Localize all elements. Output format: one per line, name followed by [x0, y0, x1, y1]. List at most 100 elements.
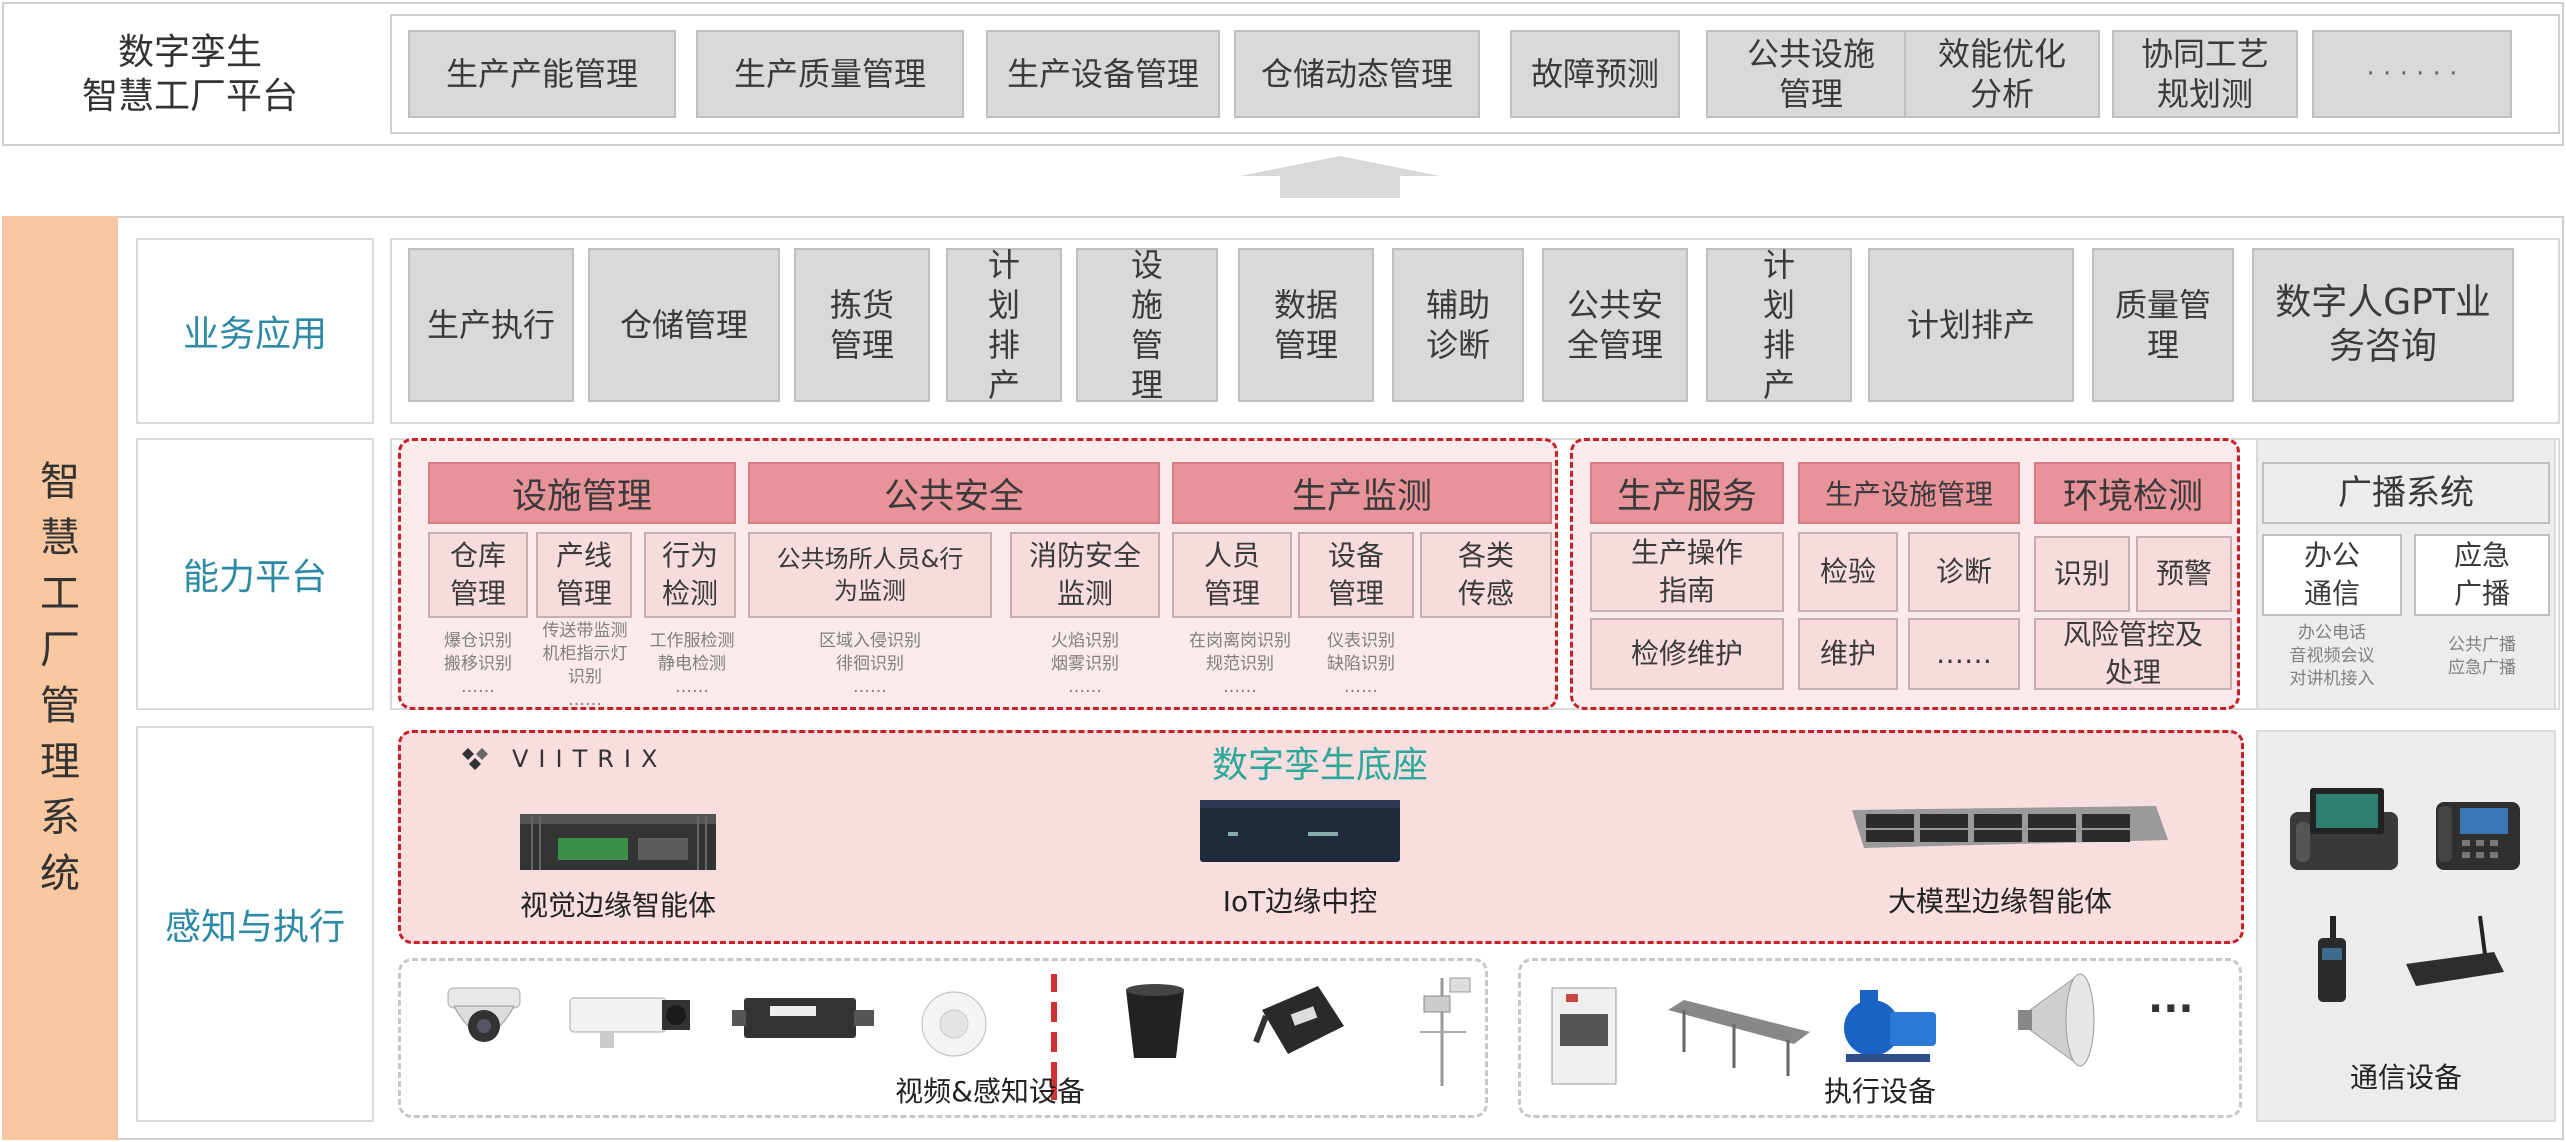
app-facility[interactable]: 设施管理	[1076, 246, 1218, 404]
app-public-safety[interactable]: 公共安全管理	[1542, 248, 1688, 402]
group-monitor-header: 生产监测	[1172, 462, 1552, 524]
module-equipment[interactable]: 生产设备管理	[986, 30, 1220, 118]
note: 搬移识别	[444, 654, 512, 674]
app-picking[interactable]: 拣货管理	[794, 248, 930, 402]
actuation-panel	[1518, 958, 2242, 1118]
note: 静电检测	[658, 654, 726, 674]
platform-title: 数字孪生 智慧工厂平台	[20, 20, 360, 130]
monitor-personnel-notes: 在岗离岗识别 规范识别 ……	[1180, 630, 1300, 699]
platform-title-line2: 智慧工厂平台	[81, 76, 298, 117]
module-more[interactable]: · · · · · ·	[2312, 30, 2512, 118]
actuation-label: 执行设备	[1823, 1075, 1936, 1108]
note: ……	[1344, 677, 1378, 697]
barrier-pole-icon	[1051, 974, 1057, 1100]
broadcast-office-comm[interactable]: 办公通信	[2262, 534, 2402, 616]
comm-panel	[2256, 730, 2556, 1122]
gateway-router-icon	[2406, 915, 2504, 986]
note: ……	[1223, 677, 1257, 697]
viitrix-brand: VIITRIX	[512, 745, 668, 773]
note: 仪表识别	[1327, 631, 1395, 651]
note: 工作服检测	[649, 631, 735, 651]
app-production-exec[interactable]: 生产执行	[408, 248, 574, 402]
monitor-sensors[interactable]: 各类传感	[1420, 532, 1552, 618]
horn-speaker-icon	[2018, 973, 2095, 1067]
video-phone-icon	[2290, 788, 2398, 870]
facility-warehouse[interactable]: 仓库管理	[428, 532, 528, 618]
app-data[interactable]: 数据管理	[1238, 248, 1374, 402]
env-identify[interactable]: 识别	[2034, 536, 2130, 612]
comm-label: 通信设备	[2349, 1061, 2462, 1094]
module-public-facility[interactable]: 公共设施管理	[1706, 30, 1916, 118]
module-warehouse[interactable]: 仓储动态管理	[1234, 30, 1480, 118]
broadcast-emergency[interactable]: 应急广播	[2414, 534, 2550, 616]
broadcast-emergency-notes: 公共广播 应急广播	[2414, 634, 2550, 680]
device-vision-edge: 视觉边缘智能体	[519, 889, 716, 922]
facility-production-line[interactable]: 产线管理	[536, 532, 632, 618]
smoke-detector-icon	[921, 991, 987, 1057]
app-diagnosis[interactable]: 辅助诊断	[1392, 248, 1524, 402]
note: 烟雾识别	[1051, 654, 1119, 674]
note: ……	[568, 690, 602, 710]
note: ……	[675, 677, 709, 697]
business-frame	[390, 238, 2560, 424]
note: 机柜指示灯	[542, 644, 628, 664]
note: 音视频会议	[2289, 646, 2375, 666]
equipment-maintenance[interactable]: 维护	[1798, 618, 1898, 690]
facility-behavior-notes: 工作服检测 静电检测 ……	[636, 630, 748, 699]
facility-behavior[interactable]: 行为检测	[644, 532, 736, 618]
note: 对讲机接入	[2289, 669, 2375, 689]
security-public-place[interactable]: 公共场所人员&行为监测	[748, 532, 992, 618]
module-process-planning[interactable]: 协同工艺规划测	[2112, 30, 2298, 118]
equipment-inspection[interactable]: 检验	[1798, 532, 1898, 612]
monitor-equipment-notes: 仪表识别 缺陷识别 ……	[1306, 630, 1416, 699]
app-planning-2[interactable]: 计划排产	[1706, 246, 1852, 404]
app-planning-1[interactable]: 计划排产	[946, 246, 1062, 404]
note: 传送带监测	[542, 621, 628, 641]
app-quality[interactable]: 质量管理	[2092, 248, 2234, 402]
security-fire-notes: 火焰识别 烟雾识别 ……	[1020, 630, 1150, 699]
app-planning-3[interactable]: 计划排产	[1868, 248, 2074, 402]
group-service-header: 生产服务	[1590, 462, 1784, 524]
iot-sensor-icon	[732, 998, 874, 1038]
env-risk-control[interactable]: 风险管控及处理	[2034, 618, 2232, 690]
security-place-notes: 区域入侵识别 徘徊识别 ……	[790, 630, 950, 699]
llm-edge-server-icon	[1852, 806, 2168, 848]
device-llm-edge: 大模型边缘智能体	[1887, 885, 2112, 918]
equipment-diagnosis[interactable]: 诊断	[1908, 532, 2020, 612]
side-title-bar: 智慧工厂管理系统	[2, 216, 118, 1140]
env-warning[interactable]: 预警	[2136, 536, 2232, 612]
note: 缺陷识别	[1327, 654, 1395, 674]
viitrix-logo: VIITRIX	[460, 744, 667, 774]
device-iot-controller: IoT边缘中控	[1222, 885, 1378, 918]
layer-capability: 能力平台	[136, 438, 374, 710]
actuation-more: ···	[2148, 986, 2194, 1032]
app-digital-human-gpt[interactable]: 数字人GPT业务咨询	[2252, 248, 2514, 402]
group-facility-header: 设施管理	[428, 462, 736, 524]
side-title: 智慧工厂管理系统	[40, 459, 80, 897]
module-frame	[390, 14, 2560, 134]
app-warehouse[interactable]: 仓储管理	[588, 248, 780, 402]
dome-camera-icon	[447, 987, 521, 1042]
note: 徘徊识别	[836, 654, 904, 674]
note: ……	[1068, 677, 1102, 697]
module-fault-prediction[interactable]: 故障预测	[1510, 30, 1680, 118]
monitor-personnel[interactable]: 人员管理	[1172, 532, 1292, 618]
viitrix-logo-icon	[462, 748, 488, 770]
note: 应急广播	[2448, 658, 2516, 678]
equipment-more[interactable]: ……	[1908, 618, 2020, 690]
security-fire[interactable]: 消防安全监测	[1010, 532, 1160, 618]
service-operation-guide[interactable]: 生产操作指南	[1590, 532, 1784, 612]
sensing-panel	[398, 958, 1488, 1118]
walkie-talkie-icon	[2318, 916, 2346, 1002]
module-efficiency[interactable]: 效能优化分析	[1904, 30, 2100, 118]
group-security-header: 公共安全	[748, 462, 1160, 524]
service-maintenance[interactable]: 检修维护	[1590, 618, 1784, 690]
note: ……	[461, 677, 495, 697]
facility-line-notes: 传送带监测 机柜指示灯 识别 ……	[530, 620, 640, 712]
iot-controller-icon	[1200, 800, 1400, 862]
monitor-equipment[interactable]: 设备管理	[1298, 532, 1414, 618]
note: 规范识别	[1206, 654, 1274, 674]
module-capacity[interactable]: 生产产能管理	[408, 30, 676, 118]
module-quality[interactable]: 生产质量管理	[696, 30, 964, 118]
note: 爆仓识别	[444, 631, 512, 651]
